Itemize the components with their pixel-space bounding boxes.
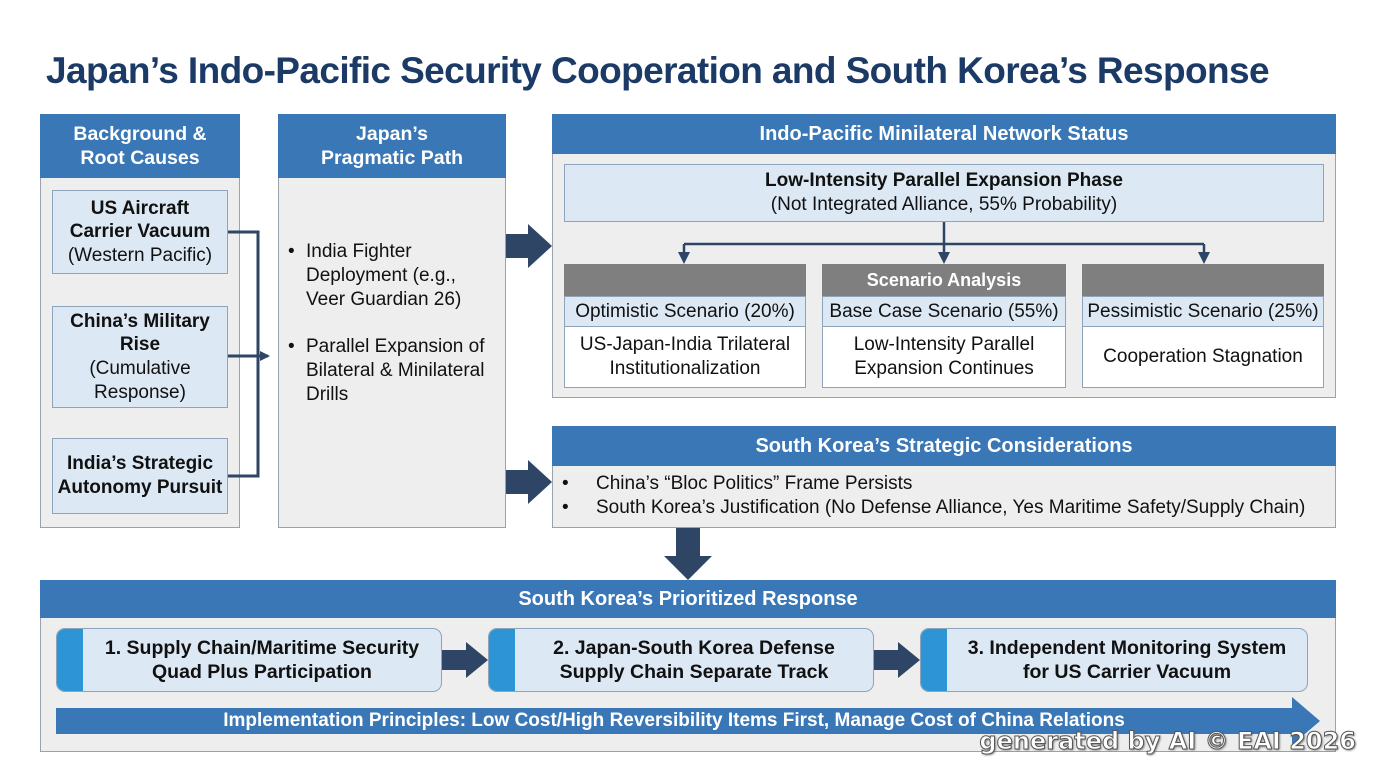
pragmatic-list: India Fighter Deployment (e.g., Veer Gua… (288, 240, 502, 410)
scenario-gray-bar (564, 264, 806, 296)
phase-title: Low-Intensity Parallel Expansion Phase (765, 170, 1123, 192)
scenario-pessimistic: Pessimistic Scenario (25%) Cooperation S… (1082, 296, 1324, 388)
arrow-down-icon (938, 252, 950, 264)
accent-strip (57, 629, 83, 691)
implementation-principles: Implementation Principles: Low Cost/High… (223, 710, 1125, 731)
scenario-title: Optimistic Scenario (20%) (565, 297, 805, 327)
response-item-3: 3. Independent Monitoring System for US … (920, 628, 1308, 692)
scenario-body-line: Low-Intensity Parallel (853, 334, 1035, 356)
scenario-body-line: Institutionalization (609, 358, 761, 379)
block-arrow-right-icon (874, 642, 920, 678)
cause-line: (Cumulative (89, 358, 191, 379)
page-title: Japan’s Indo-Pacific Security Cooperatio… (46, 50, 1270, 91)
accent-strip (921, 629, 947, 691)
cause-line: Carrier Vacuum (69, 221, 211, 243)
bullet-dot: • (562, 497, 569, 518)
scenario-optimistic: Optimistic Scenario (20%) US-Japan-India… (564, 296, 806, 388)
scenario-analysis-label: Scenario Analysis (822, 264, 1066, 296)
cause-box-china-military: China’s Military Rise (Cumulative Respon… (52, 306, 228, 408)
network-header: Indo-Pacific Minilateral Network Status (552, 114, 1336, 154)
pragmatic-header: Japan’s Pragmatic Path (278, 114, 506, 178)
response-item-text: 1. Supply Chain/Maritime Security Quad P… (83, 629, 441, 691)
arrow-down-icon (1198, 252, 1210, 264)
scenario-body-line: Expansion Continues (854, 358, 1034, 379)
response-item-1: 1. Supply Chain/Maritime Security Quad P… (56, 628, 442, 692)
pragmatic-header-line: Japan’s (356, 122, 428, 145)
cause-line: Autonomy Pursuit (57, 477, 223, 498)
considerations-bullet-text: China’s “Bloc Politics” Frame Persists (596, 473, 913, 494)
considerations-bullet: • China’s “Bloc Politics” Frame Persists (562, 473, 1332, 497)
scenario-base-case: Base Case Scenario (55%) Low-Intensity P… (822, 296, 1066, 388)
cause-box-india-autonomy: India’s Strategic Autonomy Pursuit (52, 438, 228, 514)
pragmatic-bullet: Parallel Expansion of Bilateral & Minila… (288, 335, 485, 407)
scenario-body-line: US-Japan-India Trilateral (579, 334, 791, 356)
response-line: Supply Chain Separate Track (559, 661, 829, 683)
background-header: Background & Root Causes (40, 114, 240, 178)
arrow-down-icon (678, 252, 690, 264)
pragmatic-bullet-line: Parallel Expansion of (306, 336, 485, 357)
cause-line: Rise (119, 334, 161, 356)
scenario-body-line: Cooperation Stagnation (1103, 346, 1303, 368)
cause-line: India’s Strategic (66, 453, 214, 475)
considerations-header: South Korea’s Strategic Considerations (552, 426, 1336, 466)
considerations-bullet-text: South Korea’s Justification (No Defense … (596, 497, 1306, 518)
pragmatic-bullet: India Fighter Deployment (e.g., Veer Gua… (288, 240, 461, 312)
background-header-line: Background & (73, 122, 207, 145)
response-line: Quad Plus Participation (152, 661, 372, 683)
phase-box: Low-Intensity Parallel Expansion Phase (… (564, 164, 1324, 222)
cause-line: (Western Pacific) (67, 244, 213, 266)
cause-line: Response) (94, 381, 186, 403)
principles-banner-arrow-icon (56, 697, 1320, 745)
block-arrow-right-icon (442, 642, 488, 678)
response-header: South Korea’s Prioritized Response (40, 580, 1336, 618)
scenario-body: US-Japan-India Trilateral Institutionali… (565, 327, 805, 387)
cause-line: China’s Military (70, 310, 210, 332)
block-arrow-right-icon (506, 224, 552, 268)
response-line: 2. Japan-South Korea Defense (553, 636, 835, 659)
ai-watermark: generated by AI © EAI 2026 (979, 727, 1357, 756)
scenario-body: Cooperation Stagnation (1083, 327, 1323, 387)
block-arrow-down-icon (664, 528, 712, 580)
accent-strip (489, 629, 515, 691)
pragmatic-bullet-line: Bilateral & Minilateral (306, 359, 485, 381)
block-arrow-right-icon (506, 460, 552, 504)
considerations-bullet: • South Korea’s Justification (No Defens… (562, 497, 1332, 521)
response-line: 1. Supply Chain/Maritime Security (104, 636, 420, 659)
phase-split-connectors (682, 222, 1206, 255)
pragmatic-bullet-line: Drills (306, 383, 349, 405)
cause-connectors (228, 230, 270, 478)
cause-box-carrier-vacuum: US Aircraft Carrier Vacuum (Western Paci… (52, 190, 228, 274)
response-item-text: 2. Japan-South Korea Defense Supply Chai… (515, 629, 873, 691)
cause-line: US Aircraft (90, 197, 190, 219)
background-header-line: Root Causes (80, 147, 200, 169)
response-item-2: 2. Japan-South Korea Defense Supply Chai… (488, 628, 874, 692)
pragmatic-bullet-line: Deployment (e.g., (306, 264, 456, 286)
scenario-gray-bar (1082, 264, 1324, 296)
pragmatic-bullet-line: Veer Guardian 26) (306, 288, 462, 310)
response-line: for US Carrier Vacuum (1022, 661, 1232, 683)
response-item-text: 3. Independent Monitoring System for US … (947, 629, 1307, 691)
phase-subtitle: (Not Integrated Alliance, 55% Probabilit… (770, 194, 1118, 215)
response-line: 3. Independent Monitoring System (967, 636, 1287, 659)
pragmatic-header-line: Pragmatic Path (321, 147, 463, 169)
scenario-body: Low-Intensity Parallel Expansion Continu… (823, 327, 1065, 387)
pragmatic-bullet-line: India Fighter (306, 241, 412, 262)
scenario-title: Pessimistic Scenario (25%) (1083, 297, 1323, 327)
bullet-dot: • (562, 473, 569, 494)
scenario-title: Base Case Scenario (55%) (823, 297, 1065, 327)
